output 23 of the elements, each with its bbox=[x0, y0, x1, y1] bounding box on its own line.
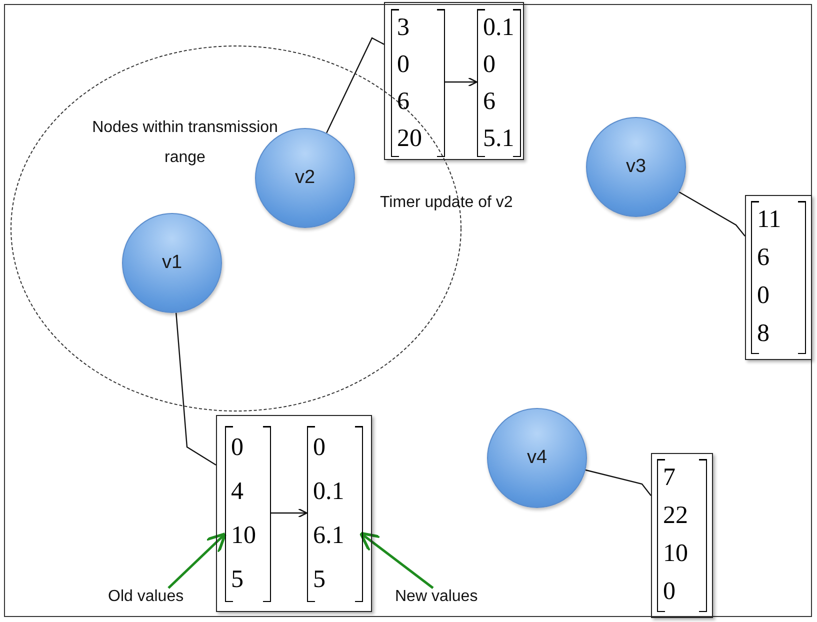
arrow bbox=[444, 77, 478, 87]
vector: 0 4 10 5 bbox=[225, 426, 271, 602]
vector: 0 0.1 6.1 5 bbox=[307, 426, 363, 602]
leader-line bbox=[679, 192, 746, 236]
matrix-box bbox=[745, 195, 812, 360]
vector: 3 0 6 20 bbox=[391, 9, 445, 157]
leader-line bbox=[176, 312, 216, 466]
vector: 0.1 0 6 5.1 bbox=[477, 9, 521, 157]
annotation-label: Old values bbox=[108, 588, 206, 610]
node-circle: v4 bbox=[487, 408, 587, 508]
vector: 11 6 0 8 bbox=[751, 201, 806, 354]
leader-line bbox=[585, 469, 652, 496]
matrix-box bbox=[216, 415, 372, 612]
annotation-label: New values bbox=[395, 588, 500, 610]
arrow bbox=[270, 508, 308, 518]
caption-text: Timer update of v2 bbox=[380, 194, 513, 212]
matrix-box bbox=[651, 453, 713, 618]
node-circle: v1 bbox=[122, 213, 222, 313]
leader-line bbox=[326, 37, 384, 134]
matrix-box bbox=[384, 2, 524, 160]
vector: 7 22 10 0 bbox=[657, 459, 707, 612]
arrow bbox=[168, 532, 227, 589]
node-circle: v3 bbox=[586, 117, 686, 217]
